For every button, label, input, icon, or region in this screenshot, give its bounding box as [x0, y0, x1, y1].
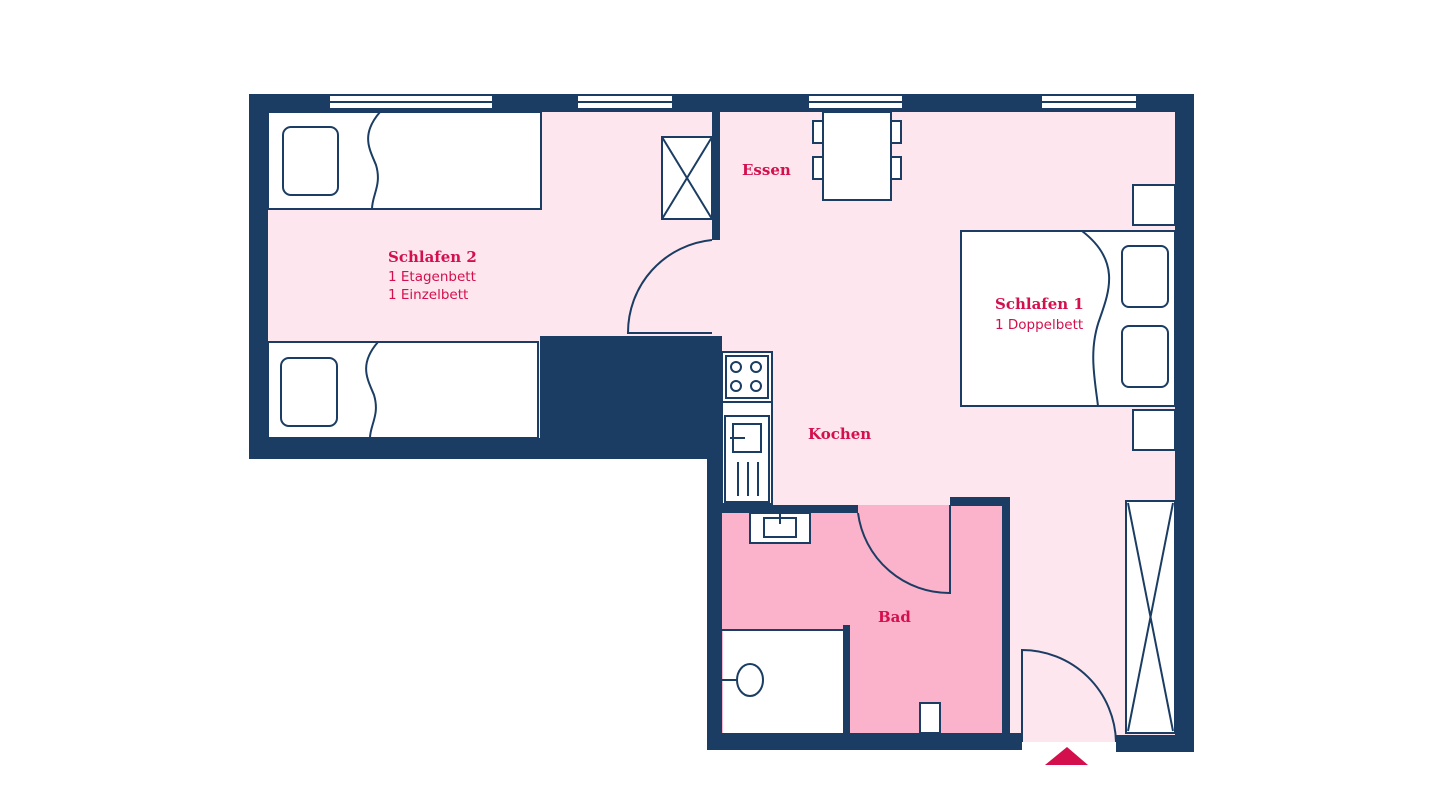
room-detail: 1 Etagenbett: [388, 269, 476, 285]
room-label-bad: Bad: [878, 608, 911, 626]
room-detail: 1 Doppelbett: [995, 317, 1083, 333]
nightstand: [1132, 409, 1176, 451]
door-bad: [857, 505, 951, 595]
room-detail: 1 Einzelbett: [388, 287, 468, 303]
pillow-icon: [280, 357, 338, 427]
entrance-door: [1021, 648, 1117, 743]
room-label-essen: Essen: [742, 161, 791, 179]
bathroom-fixtures: [722, 505, 951, 734]
windows: [328, 94, 1138, 110]
wardrobe: [1125, 500, 1176, 734]
door-schlafen2: [626, 239, 713, 334]
room-label-schlafen1: Schlafen 1: [995, 295, 1084, 313]
double-bed: [960, 184, 1176, 451]
entrance-arrow-icon: [1045, 747, 1088, 765]
pillow-icon: [1121, 325, 1169, 388]
bunk-bed: [267, 111, 542, 210]
room-label-kochen: Kochen: [808, 425, 871, 443]
nightstand: [1132, 184, 1176, 226]
room-label-schlafen2: Schlafen 2: [388, 248, 477, 266]
pillow-icon: [282, 126, 339, 196]
kitchenette: [721, 351, 773, 505]
pillow-icon: [1121, 245, 1169, 308]
shaft-icon: [661, 136, 713, 220]
single-bed: [267, 341, 539, 439]
dining-table: [812, 111, 902, 201]
